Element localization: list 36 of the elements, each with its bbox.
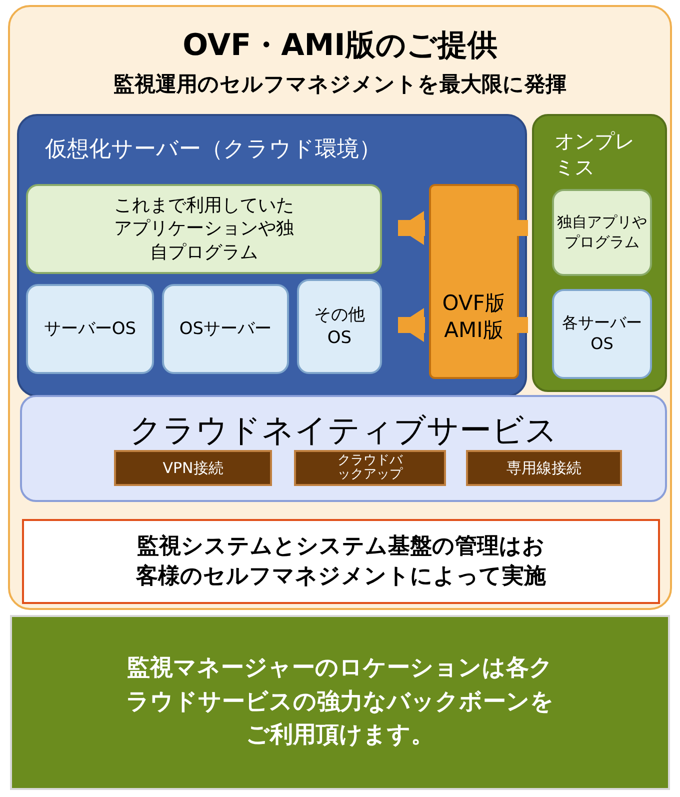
panel-heading: オンプレミス (554, 128, 636, 180)
box-text: その他OS (313, 304, 366, 349)
box-text: OVF版AMI版 (441, 290, 507, 343)
panel (17, 114, 527, 397)
process-box (552, 289, 652, 379)
button-text: VPN接続 (162, 458, 224, 478)
subtitle: 監視運用のセルフマネジメントを最大限に発揮 (114, 71, 566, 98)
service-button (294, 450, 446, 486)
arrow (398, 211, 425, 245)
button-text: クラウドバックアップ (336, 454, 404, 482)
banner-text: 監視マネージャーのロケーションは各クラウドサービスの強力なバックボーンをご利用頂けます。 (125, 654, 555, 750)
banner-box (10, 615, 670, 790)
panel-heading: クラウドネイティブサービス (130, 410, 558, 451)
process-box (429, 184, 519, 379)
box-text: 独自アプリやプログラム (556, 213, 648, 252)
process-box (26, 284, 154, 374)
arrow (502, 308, 528, 342)
process-box (297, 279, 382, 374)
panel (8, 5, 672, 610)
note-box (22, 519, 660, 604)
panel (20, 395, 667, 502)
button-text: 専用線接続 (506, 458, 582, 478)
box-text: これまで利用していたアプリケーションや独自プログラム (113, 194, 295, 264)
process-box (552, 189, 652, 276)
panel-heading: 仮想化サーバー（クラウド環境） (45, 136, 381, 164)
box-text: 各サーバーOS (561, 313, 643, 355)
process-box (162, 284, 289, 374)
process-box (26, 184, 382, 274)
panel (532, 114, 667, 392)
arrow (398, 308, 425, 342)
service-button (466, 450, 622, 486)
box-text: OSサーバー (179, 318, 272, 340)
title: OVF・AMI版のご提供 (182, 27, 498, 65)
service-button (114, 450, 272, 486)
note-text: 監視システムとシステム基盤の管理はお客様のセルフマネジメントによって実施 (134, 532, 547, 590)
box-text: サーバーOS (44, 318, 136, 340)
